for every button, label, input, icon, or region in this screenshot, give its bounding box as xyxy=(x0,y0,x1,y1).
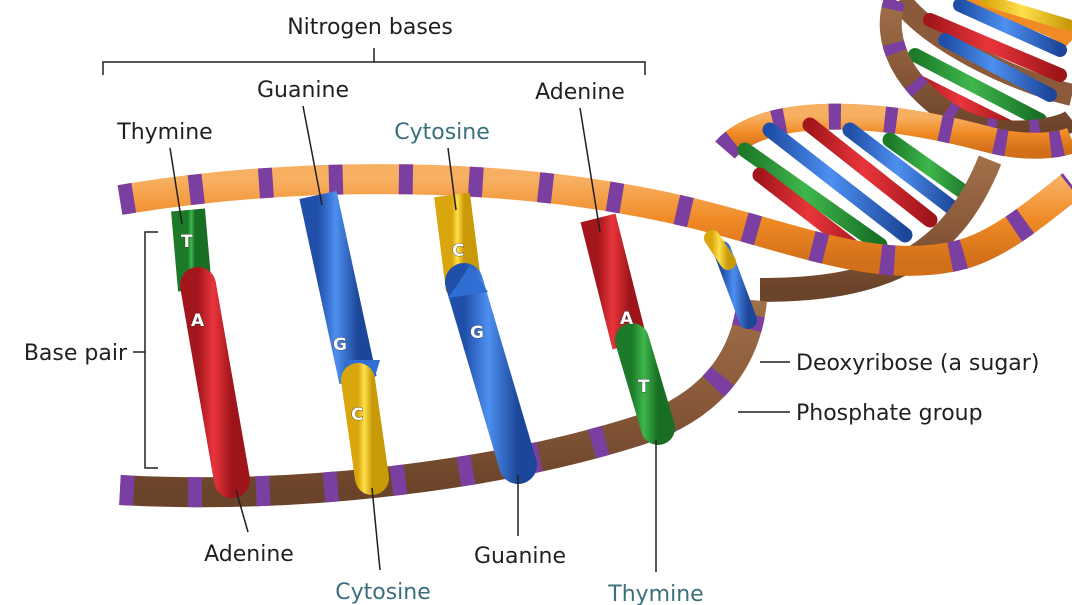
base-letter-adenine: A xyxy=(191,311,205,331)
label-cytosine-bottom: Cytosine xyxy=(335,580,431,605)
label-deoxyribose: Deoxyribose (a sugar) xyxy=(796,351,1039,376)
twist-rung xyxy=(712,238,748,320)
base-letter-guanine: G xyxy=(470,323,484,343)
label-guanine-top: Guanine xyxy=(257,78,349,103)
right-labels: Deoxyribose (a sugar) Phosphate group xyxy=(738,351,1039,426)
top-labels: Thymine Guanine Cytosine Adenine xyxy=(116,78,625,232)
label-phosphate-group: Phosphate group xyxy=(796,401,983,426)
base-letter-thymine: T xyxy=(638,377,650,397)
base-pair-guanine-cytosine: G C xyxy=(318,195,380,478)
label-guanine-bottom: Guanine xyxy=(474,544,566,569)
label-thymine-bottom: Thymine xyxy=(607,582,703,605)
base-letter-thymine: T xyxy=(181,232,193,252)
base-pair-bracket: Base pair xyxy=(24,232,158,468)
base-letter-adenine: A xyxy=(620,309,634,329)
label-cytosine-top: Cytosine xyxy=(394,120,490,145)
nitrogen-bases-label: Nitrogen bases xyxy=(287,15,453,40)
nitrogen-bases-bracket: Nitrogen bases xyxy=(103,15,645,75)
base-letter-cytosine: C xyxy=(351,405,363,425)
label-thymine-top: Thymine xyxy=(116,120,212,145)
label-adenine-top: Adenine xyxy=(535,80,625,105)
base-pair-cytosine-guanine: C G xyxy=(448,195,518,465)
base-letter-cytosine: C xyxy=(452,241,464,261)
label-adenine-bottom: Adenine xyxy=(204,542,294,567)
base-pair-thymine-adenine: T A xyxy=(181,210,232,480)
base-pair-adenine-thymine: A T xyxy=(598,218,658,428)
base-letter-guanine: G xyxy=(333,335,347,355)
base-pair-label: Base pair xyxy=(24,341,128,366)
